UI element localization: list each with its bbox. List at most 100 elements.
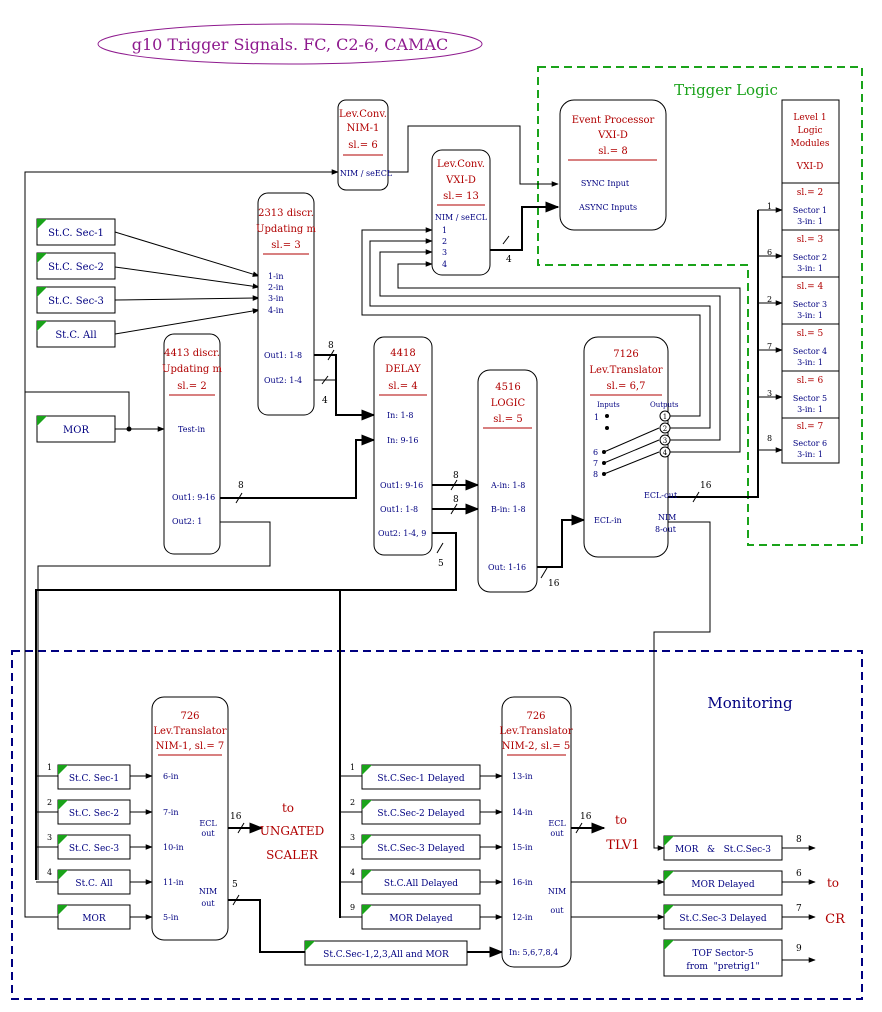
port-label: 13-in [512, 772, 533, 781]
port-label: A-in: 1-8 [490, 481, 525, 490]
port-label: 6-in [163, 772, 179, 781]
module-label: Lev.Conv. [437, 159, 485, 170]
module-label: 4413 discr. [164, 348, 220, 359]
module-726-translator-nim2: 726 Lev.Translator NIM-2, sl.= 5 13-in 1… [499, 696, 573, 968]
input-label: 3-in: 1 [797, 405, 823, 414]
monitor-row: MOR & St.C.Sec-3 8 [663, 835, 802, 861]
channel-number: 1 [350, 763, 355, 772]
port-label: Inputs [597, 401, 620, 409]
bus-label: St.C.Sec-1,2,3,All and MOR [323, 950, 449, 960]
signal-label: TOF Sector-5 [692, 949, 753, 959]
module-label: VXI-D [445, 175, 476, 186]
sector-label: Sector 5 [793, 394, 827, 403]
wire-count: 8 [328, 341, 334, 351]
input-label: 3-in: 1 [797, 264, 823, 273]
port-label: out [550, 906, 564, 915]
level1-slot: sl.= 2 Sector 1 3-in: 1 [782, 188, 839, 231]
module-label: VXI-D [597, 130, 628, 141]
port-label: ECL-out [644, 491, 678, 500]
signal-label: St.C. All [75, 879, 112, 889]
monitor-row: St.C.Sec-3 Delayed 7 [663, 904, 802, 930]
module-levconv-nim1: Lev.Conv. NIM-1 sl.= 6 NIM / seECL [337, 99, 393, 191]
module-label: VXI-D [796, 162, 824, 172]
module-label: 4516 [495, 382, 520, 393]
wire-count: 5 [232, 880, 238, 890]
module-label: sl.= 8 [598, 146, 627, 157]
port-label: Out2: 1 [172, 517, 202, 526]
module-level1-logic: Level 1 Logic Modules VXI-D sl.= 2 Secto… [781, 99, 840, 464]
port-label: Out1: 1-8 [380, 505, 418, 514]
monitor-right-group: MOR & St.C.Sec-3 8 MOR Delayed 6 St.C.Se… [663, 835, 802, 977]
port-label: 8 [593, 470, 598, 479]
monitor-row: 1 St.C.Sec-1 Delayed [350, 763, 481, 790]
signal-label: St.C.All Delayed [384, 879, 458, 889]
channel-number: 3 [47, 833, 52, 842]
wire-count: 16 [700, 481, 712, 491]
wire-count: 5 [438, 559, 444, 569]
port-label: ECL [548, 819, 566, 828]
channel-number: 2 [47, 798, 52, 807]
bus-box: St.C.Sec-1,2,3,All and MOR [304, 940, 468, 966]
module-label: Updating m [256, 224, 316, 235]
input-label: 3-in: 1 [797, 311, 823, 320]
module-label: LOGIC [491, 398, 526, 409]
sector-label: Sector 4 [793, 347, 827, 356]
module-label: DELAY [385, 364, 421, 375]
input-label: St.C. Sec-2 [48, 262, 104, 273]
monitor-row: 3 St.C. Sec-3 [47, 833, 131, 860]
port-label: 2-in [268, 283, 284, 292]
port-label: Out2: 1-4 [264, 376, 302, 385]
port-label: SYNC Input [581, 179, 630, 188]
module-levconv-vxid: Lev.Conv. VXI-D sl.= 13 NIM / seECL 1 2 … [431, 149, 491, 276]
wire-count: 16 [580, 812, 592, 822]
channel-number: 9 [350, 903, 355, 912]
wire-count: 8 [453, 471, 459, 481]
module-label: 4418 [390, 348, 415, 359]
port-label: NIM / seECL [435, 213, 488, 222]
channel-number: 3 [350, 833, 355, 842]
slot-label: sl.= 6 [797, 376, 824, 386]
module-label: Lev.Translator [589, 365, 662, 376]
wire-count: 2 [767, 295, 772, 304]
module-label: sl.= 13 [443, 191, 479, 202]
sector-label: Sector 2 [793, 253, 827, 262]
input-label: MOR [63, 425, 89, 436]
monitor-row: 1 St.C. Sec-1 [47, 763, 131, 790]
port-label: Outputs [650, 401, 679, 409]
module-label: Lev.Translator [499, 726, 572, 737]
destination-label: to [615, 813, 627, 827]
port-label: Out2: 1-4, 9 [378, 529, 426, 538]
port-label: 10-in [163, 843, 184, 852]
title-ellipse [97, 23, 483, 65]
destination-label: TLV1 [606, 838, 639, 853]
port-label: NIM [658, 513, 676, 522]
port-label: ECL-in [594, 516, 622, 525]
destination-label: SCALER [266, 848, 319, 862]
signal-label: St.C.Sec-3 Delayed [679, 914, 766, 924]
signal-label: MOR Delayed [691, 880, 754, 890]
monitor-left-group: 1 St.C. Sec-1 2 St.C. Sec-2 3 St.C. Sec-… [47, 763, 131, 930]
module-2313-discriminator: 2313 discr. Updating m sl.= 3 1-in 2-in … [256, 192, 316, 416]
module-label: Lev.Translator [153, 726, 226, 737]
input-mor: MOR [36, 415, 116, 443]
sector-label: Sector 1 [793, 206, 827, 215]
module-label: NIM-1 [347, 123, 380, 134]
wire-count: 16 [230, 812, 242, 822]
signal-label: MOR Delayed [389, 914, 452, 924]
module-label: sl.= 3 [271, 240, 300, 251]
monitor-row: 2 St.C.Sec-2 Delayed [350, 798, 481, 825]
wire-count: 4 [322, 396, 328, 406]
input-label: 3-in: 1 [797, 217, 823, 226]
port-label: 4-in [268, 306, 284, 315]
module-label: Updating m [162, 364, 222, 375]
port-label: Out1: 9-16 [172, 493, 215, 502]
port-label: 2 [442, 237, 447, 246]
port-label: out [201, 899, 215, 908]
level1-slot: sl.= 5 Sector 4 3-in: 1 [782, 329, 839, 372]
input-label: 3-in: 1 [797, 450, 823, 459]
port-label: 3-in [268, 294, 284, 303]
monitor-row: TOF Sector-5 from "pretrig1" 9 [663, 939, 802, 977]
input-st-c-sec-1: St.C. Sec-1 [36, 218, 116, 246]
destination-label: UNGATED [260, 824, 325, 838]
module-726-translator-nim1: 726 Lev.Translator NIM-1, sl.= 7 6-in 7-… [151, 696, 229, 941]
